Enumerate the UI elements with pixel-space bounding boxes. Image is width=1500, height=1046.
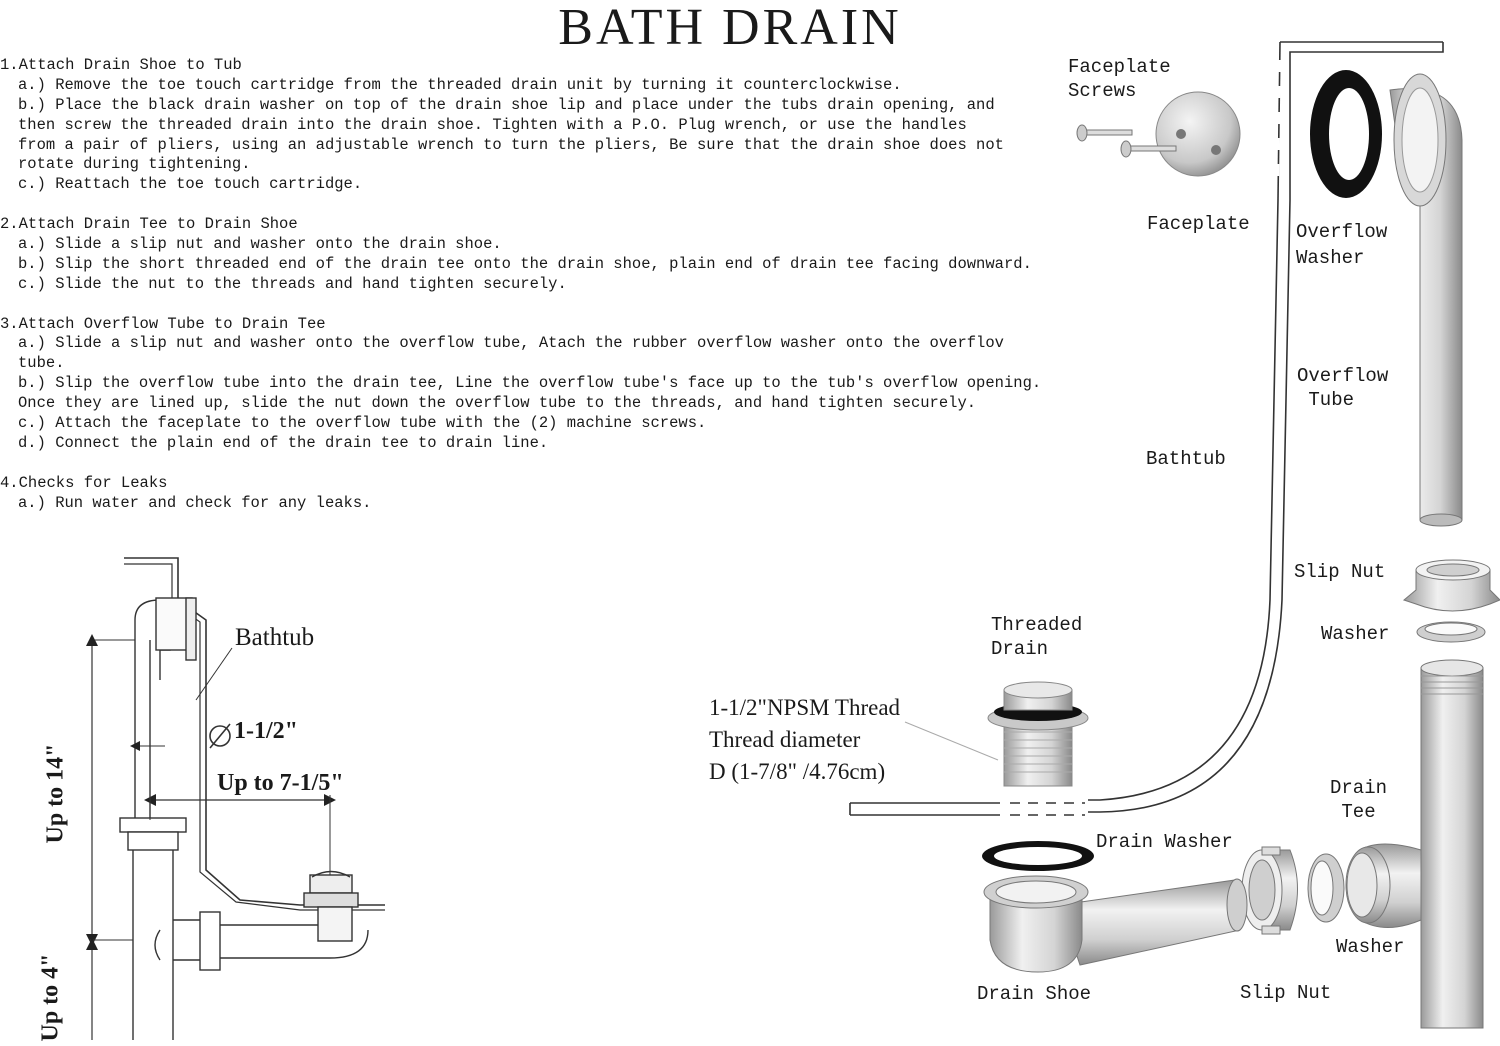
bathtub-outline xyxy=(849,41,1444,816)
washer-bottom-part xyxy=(1307,853,1345,923)
thread-leader xyxy=(904,721,999,761)
threaded-drain-part xyxy=(987,681,1089,787)
overflow-washer xyxy=(1310,70,1382,198)
slip-nut-top-part xyxy=(1402,559,1500,612)
label-overflow-tube: Overflow Tube xyxy=(1297,365,1389,411)
step-line: c.) Attach the faceplate to the overflow… xyxy=(18,414,707,433)
step-line: Once they are lined up, slide the nut do… xyxy=(18,394,977,413)
step-heading: 4.Checks for Leaks xyxy=(0,473,168,492)
drain-tee-part xyxy=(1345,659,1484,1029)
label-faceplate: Faceplate xyxy=(1147,213,1250,235)
label-reach: Up to 7-1/5" xyxy=(217,770,344,796)
step-line: d.) Connect the plain end of the drain t… xyxy=(18,433,549,452)
step-line: from a pair of pliers, using an adjustab… xyxy=(18,135,1004,154)
step-gap xyxy=(0,454,1090,474)
step-line: a.) Remove the toe touch cartridge from … xyxy=(18,75,902,94)
step-line: a.) Run water and check for any leaks. xyxy=(18,493,372,512)
step-line: b.) Slip the overflow tube into the drai… xyxy=(18,374,1042,393)
slip-nut-bottom-part xyxy=(1241,846,1298,935)
step-line: a.) Slide a slip nut and washer onto the… xyxy=(18,334,1004,353)
step-heading: 2.Attach Drain Tee to Drain Shoe xyxy=(0,215,298,234)
label-faceplate-screws: Faceplate Screws xyxy=(1068,56,1171,102)
label-washer-top: Washer xyxy=(1321,623,1390,645)
label-slip-nut-bottom: Slip Nut xyxy=(1240,982,1332,1004)
step-gap xyxy=(0,295,1090,315)
overflow-tube xyxy=(1389,73,1463,527)
step-line: tube. xyxy=(18,354,65,373)
page-title: BATH DRAIN xyxy=(558,0,902,56)
step-line: then screw the threaded drain into the d… xyxy=(18,115,967,134)
step-line: rotate during tightening. xyxy=(18,155,251,174)
label-drain-tee: Drain Tee xyxy=(1330,777,1388,823)
step-line: c.) Reattach the toe touch cartridge. xyxy=(18,175,363,194)
washer-top-part xyxy=(1416,621,1486,643)
step-line: c.) Slide the nut to the threads and han… xyxy=(18,274,567,293)
label-slip-nut-top: Slip Nut xyxy=(1294,561,1386,583)
step-heading: 1.Attach Drain Shoe to Tub xyxy=(0,56,242,74)
step-line: a.) Slide a slip nut and washer onto the… xyxy=(18,235,502,254)
label-bathtub-left: Bathtub xyxy=(235,624,315,651)
label-drain-shoe: Drain Shoe xyxy=(977,983,1092,1005)
installed-drain-drawing xyxy=(86,557,385,1040)
label-thread-spec: 1-1/2"NPSM Thread Thread diameter D (1-7… xyxy=(709,695,901,784)
drain-shoe-part xyxy=(983,875,1248,973)
label-washer-bottom: Washer xyxy=(1336,936,1405,958)
label-bathtub-right: Bathtub xyxy=(1146,448,1226,470)
drain-washer-part xyxy=(982,841,1094,871)
label-height-bottom: Up to 4" xyxy=(37,953,64,1042)
label-height-top: Up to 14" xyxy=(42,743,69,844)
step-line: b.) Place the black drain washer on top … xyxy=(18,95,995,114)
step-gap xyxy=(0,195,1090,215)
step-line: b.) Slip the short threaded end of the d… xyxy=(18,254,1032,273)
label-threaded-drain: Threaded Drain xyxy=(991,614,1083,660)
faceplate-screws-part xyxy=(1076,124,1177,158)
step-heading: 3.Attach Overflow Tube to Drain Tee xyxy=(0,314,326,333)
faceplate-part xyxy=(1155,91,1241,177)
label-drain-washer: Drain Washer xyxy=(1096,831,1233,853)
label-overflow-washer: Overflow Washer xyxy=(1296,221,1388,269)
label-diameter: 1-1/2" xyxy=(234,718,298,744)
